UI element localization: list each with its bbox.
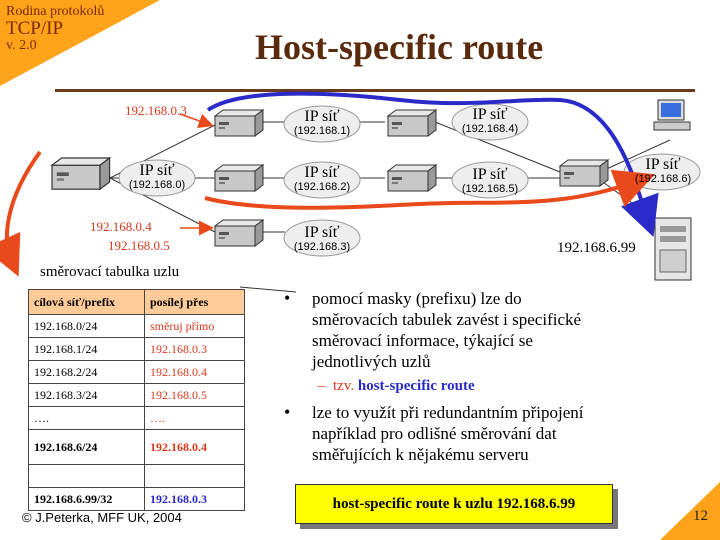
- header-next-hop: posílej přes: [144, 289, 245, 315]
- router-source: [51, 157, 111, 190]
- title-rule: [55, 89, 695, 92]
- bullet-marker: •: [284, 402, 291, 422]
- header-destination: cílová síť/prefix: [28, 289, 145, 315]
- bullet-redundancy: lze to využít při redundantním připojení…: [312, 403, 584, 464]
- row-destination: 192.168.1/24: [28, 337, 145, 361]
- row-destination: 192.168.6/24: [28, 429, 145, 465]
- address-192-168-0-4: 192.168.0.4: [90, 219, 152, 234]
- router-4: [387, 109, 437, 137]
- course-label: Rodina protokolů TCP/IP v. 2.0: [6, 4, 104, 53]
- corner-decoration: [0, 0, 160, 86]
- table-row: …. ….: [28, 406, 245, 430]
- sub-bullet-term: – tzv. host-specific route: [318, 378, 475, 394]
- arrow-to-0-3: [179, 113, 214, 129]
- network-route-arrow: [204, 169, 655, 210]
- callout-pointer: [239, 286, 297, 293]
- course-version: v. 2.0: [6, 38, 37, 53]
- row-next-hop: [144, 464, 245, 488]
- network-diagram: [0, 91, 701, 293]
- page-corner-decoration: [660, 482, 720, 540]
- router-6: [559, 159, 609, 187]
- row-destination: 192.168.2/24: [28, 360, 145, 384]
- host-route-arrow: [206, 91, 659, 238]
- routing-table: cílová síť/prefix posílej přes 192.168.0…: [28, 289, 245, 511]
- table-row: 192.168.0/24 směruj přímo: [28, 314, 245, 338]
- slide-title: Host-specific route: [255, 27, 544, 67]
- net-label-192-168-6: IP síť(192.168.6): [634, 156, 692, 186]
- course-line1: Rodina protokolů: [6, 4, 105, 19]
- row-next-hop: 192.168.0.3: [144, 487, 245, 511]
- row-next-hop: 192.168.0.3: [144, 337, 245, 361]
- row-next-hop: 192.168.0.4: [144, 360, 245, 384]
- copyright: © J.Peterka, MFF UK, 2004: [22, 510, 182, 525]
- net-label-192-168-0: IP síť(192.168.0): [128, 162, 186, 192]
- page-number: 12: [693, 508, 708, 524]
- net-label-192-168-4: IP síť(192.168.4): [461, 106, 519, 136]
- net-label-192-168-1: IP síť(192.168.1): [293, 108, 351, 138]
- bullet-marker: •: [284, 288, 291, 308]
- router-1: [214, 109, 264, 137]
- table-row: 192.168.6/24 192.168.0.4: [28, 429, 245, 465]
- workstation-icon: [653, 99, 691, 131]
- row-destination: 192.168.6.99/32: [28, 487, 145, 511]
- callout-box: host-specific route k uzlu 192.168.6.99: [295, 484, 613, 524]
- row-next-hop: ….: [144, 406, 245, 430]
- row-next-hop: směruj přímo: [144, 314, 245, 338]
- course-line2: TCP/IP: [6, 18, 64, 39]
- router-2: [214, 164, 264, 192]
- row-next-hop: 192.168.0.5: [144, 383, 245, 407]
- row-destination: [28, 464, 145, 488]
- address-192-168-0-3: 192.168.0.3: [125, 103, 187, 118]
- router-5: [387, 164, 437, 192]
- table-row: 192.168.3/24 192.168.0.5: [28, 383, 245, 407]
- net-label-192-168-2: IP síť(192.168.2): [293, 164, 351, 194]
- table-pointer-arrow: [0, 150, 42, 277]
- table-row: 192.168.6.99/32 192.168.0.3: [28, 487, 245, 511]
- table-row: 192.168.2/24 192.168.0.4: [28, 360, 245, 384]
- host-address: 192.168.6.99: [557, 240, 636, 256]
- table-row: 192.168.1/24 192.168.0.3: [28, 337, 245, 361]
- router-3: [214, 219, 264, 247]
- server-icon: [654, 217, 692, 281]
- net-label-192-168-5: IP síť(192.168.5): [461, 166, 519, 196]
- routing-table-caption: směrovací tabulka uzlu: [40, 264, 180, 280]
- address-192-168-0-5: 192.168.0.5: [108, 238, 170, 253]
- row-destination: ….: [28, 406, 145, 430]
- bullet-masks: pomocí masky (prefixu) lze do směrovacíc…: [312, 289, 582, 371]
- row-next-hop: 192.168.0.4: [144, 429, 245, 465]
- row-destination: 192.168.3/24: [28, 383, 145, 407]
- row-destination: 192.168.0/24: [28, 314, 145, 338]
- table-row: [28, 464, 245, 488]
- table-header-row: cílová síť/prefix posílej přes: [28, 289, 245, 315]
- net-label-192-168-3: IP síť(192.168.3): [293, 224, 351, 254]
